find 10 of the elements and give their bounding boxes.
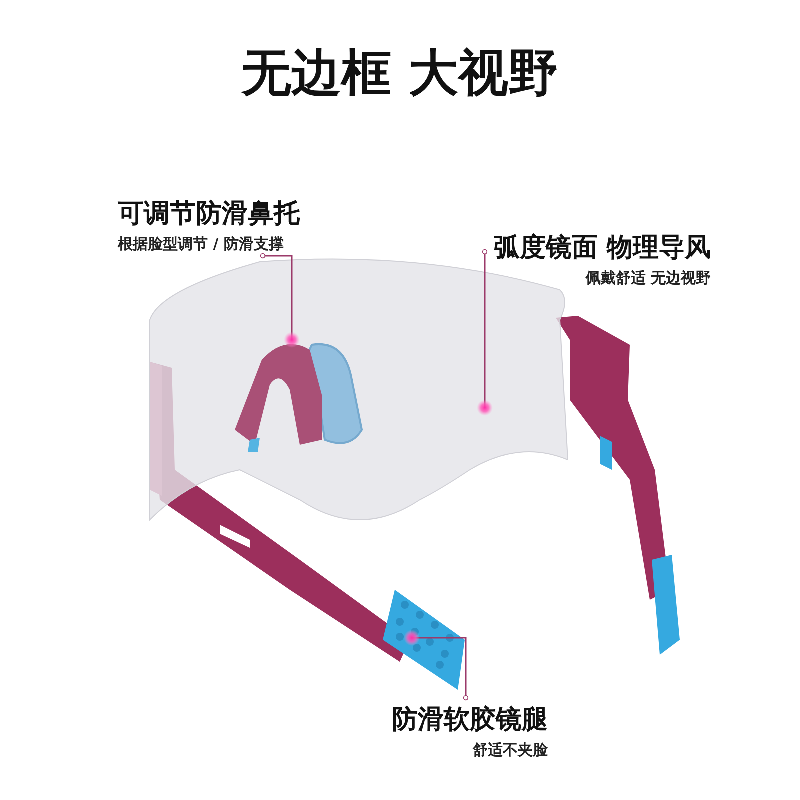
callout-subtext: 佩戴舒适 无边视野	[584, 269, 712, 288]
nose-pad	[235, 343, 363, 452]
callout-subtext: 舒适不夹脸	[472, 741, 548, 760]
lens	[150, 258, 568, 520]
callout-heading: 防滑软胶镜腿	[392, 704, 548, 737]
callout-heading: 弧度镜面 物理导风	[494, 232, 712, 265]
callout-subtext: 根据脸型调节 / 防滑支撑	[118, 235, 285, 254]
title: 无边框 大视野	[240, 43, 560, 104]
temple-tip	[383, 590, 465, 690]
callout-heading: 可调节防滑鼻托	[118, 198, 300, 231]
